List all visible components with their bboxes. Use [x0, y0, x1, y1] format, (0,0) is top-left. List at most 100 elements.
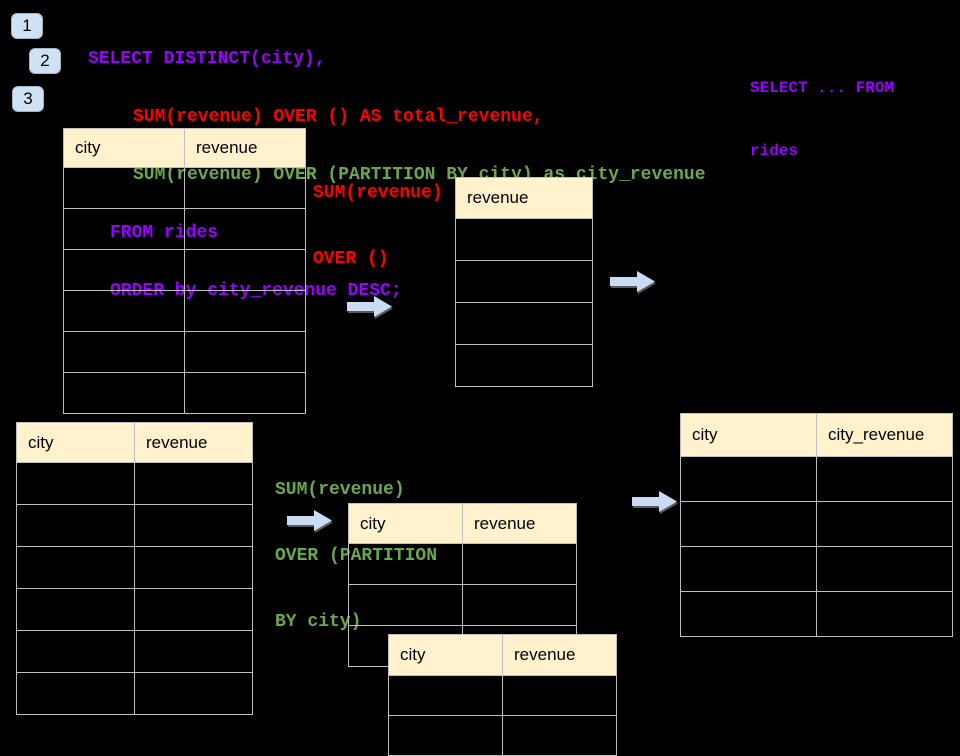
empty-cell [63, 167, 185, 209]
label-sum-over-empty: SUM(revenue) OVER () [313, 138, 443, 292]
column-header: city [16, 422, 135, 463]
empty-cell [680, 546, 817, 592]
table-row [680, 501, 953, 547]
step-badge-3: 3 [12, 86, 44, 112]
table-row [680, 591, 953, 637]
column-header: revenue [184, 128, 306, 168]
table-row [63, 208, 306, 250]
table-row [63, 290, 306, 332]
empty-cell [63, 290, 185, 332]
column-header: city_revenue [816, 413, 953, 457]
side-note-line: SELECT ... FROM [750, 79, 895, 97]
label-line: SUM(revenue) [275, 480, 405, 500]
empty-cell [680, 591, 817, 637]
empty-cell [134, 672, 253, 715]
column-header: city [348, 503, 463, 544]
empty-cell [462, 543, 577, 585]
sql-line-select: SELECT DISTINCT(city), [88, 49, 326, 69]
empty-cell [184, 167, 306, 209]
side-note-line: rides [750, 142, 799, 160]
column-header: city [63, 128, 185, 168]
empty-cell [16, 546, 135, 589]
empty-cell [348, 584, 463, 626]
empty-cell [502, 715, 617, 756]
right-arrow-icon [610, 270, 656, 293]
empty-cell [134, 546, 253, 589]
empty-cell [134, 462, 253, 505]
empty-cell [816, 546, 953, 592]
empty-cell [455, 260, 593, 303]
label-line: SUM(revenue) [313, 183, 443, 203]
empty-cell [63, 208, 185, 250]
column-header: revenue [462, 503, 577, 544]
table-row [388, 715, 617, 756]
column-header: city [388, 634, 503, 676]
label-line: BY city) [275, 612, 362, 632]
empty-cell [63, 331, 185, 373]
empty-cell [16, 462, 135, 505]
empty-cell [455, 344, 593, 387]
empty-cell [816, 591, 953, 637]
table-row [63, 331, 306, 373]
empty-cell [816, 456, 953, 502]
empty-cell [184, 290, 306, 332]
empty-cell [134, 504, 253, 547]
column-header: revenue [502, 634, 617, 676]
table-row [63, 167, 306, 209]
empty-cell [184, 372, 306, 414]
table-row [455, 302, 593, 345]
empty-cell [455, 302, 593, 345]
right-arrow-icon [347, 295, 393, 318]
empty-cell [455, 218, 593, 261]
table-row [63, 249, 306, 291]
table-row [16, 630, 253, 673]
table-row [455, 344, 593, 387]
table-row [16, 546, 253, 589]
total-revenue-result-table: revenue [455, 177, 593, 387]
step-badge-1: 1 [11, 13, 43, 39]
column-header: revenue [134, 422, 253, 463]
empty-cell [184, 208, 306, 250]
empty-cell [502, 675, 617, 716]
right-arrow-icon [287, 509, 333, 532]
column-header: city [680, 413, 817, 457]
empty-cell [462, 584, 577, 626]
label-line: OVER () [313, 249, 389, 269]
empty-cell [680, 501, 817, 547]
table-row [680, 456, 953, 502]
table-row [680, 546, 953, 592]
empty-cell [388, 715, 503, 756]
empty-cell [348, 543, 463, 585]
sql-line-sum-total: SUM(revenue) OVER () AS total_revenue, [133, 107, 544, 127]
empty-cell [184, 331, 306, 373]
empty-cell [16, 672, 135, 715]
table-row [348, 584, 577, 626]
side-note-select-from-rides: SELECT ... FROM rides [750, 36, 894, 183]
empty-cell [16, 630, 135, 673]
column-header: revenue [455, 177, 593, 219]
empty-cell [184, 249, 306, 291]
table-row [455, 218, 593, 261]
table-row [388, 675, 617, 716]
table-row [63, 372, 306, 414]
table-row [455, 260, 593, 303]
empty-cell [816, 501, 953, 547]
empty-cell [134, 630, 253, 673]
empty-cell [134, 588, 253, 631]
table-row [16, 588, 253, 631]
table-row [348, 543, 577, 585]
step-badge-2: 2 [29, 48, 61, 74]
table-row [16, 504, 253, 547]
empty-cell [680, 456, 817, 502]
header-row: revenue [455, 177, 593, 219]
table-row [16, 462, 253, 505]
table-row [16, 672, 253, 715]
